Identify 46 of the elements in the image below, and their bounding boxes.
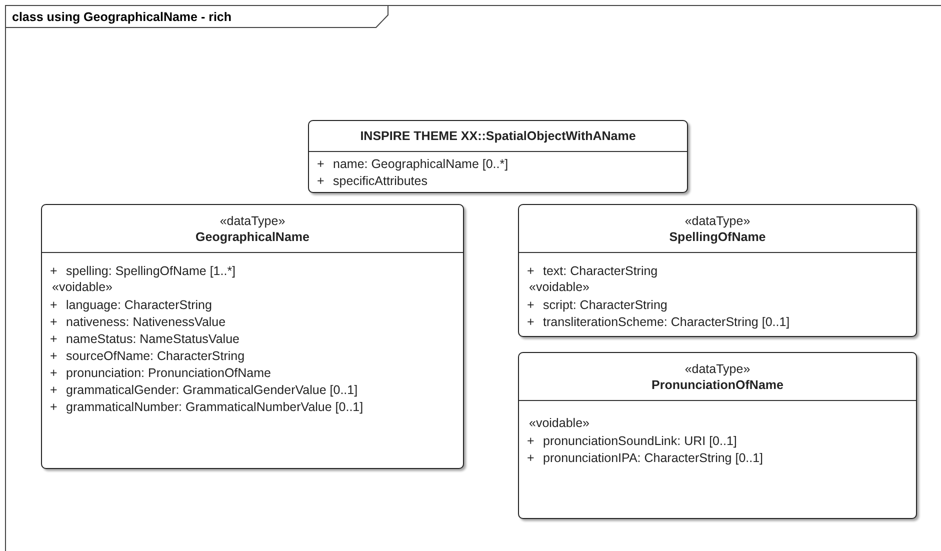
- attribute-text: name: GeographicalName [0..*]: [333, 156, 508, 170]
- stereotype-label: «dataType»: [684, 360, 750, 376]
- visibility-marker: +: [527, 434, 536, 448]
- attribute-text: spelling: SpellingOfName [1..*]: [66, 264, 236, 278]
- visibility-marker: +: [50, 314, 58, 328]
- class-box: [518, 352, 917, 519]
- visibility-marker: +: [527, 314, 536, 328]
- class-name: INSPIRE THEME XX::SpatialObjectWithAName: [360, 128, 636, 144]
- stereotype-label: «dataType»: [684, 212, 750, 228]
- class-box: [518, 204, 917, 337]
- visibility-marker: +: [50, 348, 58, 362]
- visibility-marker: +: [50, 298, 58, 312]
- visibility-marker: +: [317, 156, 326, 170]
- attribute-text: text: CharacterString: [543, 264, 658, 278]
- attribute-text: specificAttributes: [333, 174, 428, 188]
- attribute-text: nameStatus: NameStatusValue: [66, 332, 240, 346]
- attribute-text: grammaticalNumber: GrammaticalNumberValue [0..1]: [66, 400, 364, 414]
- visibility-marker: +: [50, 382, 58, 396]
- stereotype-label: «dataType»: [220, 212, 286, 228]
- class-name: PronunciationOfName: [652, 376, 784, 392]
- attribute-text: transliterationScheme: CharacterString [0..1]: [543, 314, 790, 328]
- class-box: [41, 204, 464, 469]
- class-name: GeographicalName: [196, 228, 310, 244]
- visibility-marker: +: [50, 366, 58, 380]
- stereotype-label: «voidable»: [528, 415, 590, 432]
- visibility-marker: +: [50, 332, 58, 346]
- visibility-marker: +: [317, 174, 326, 188]
- visibility-marker: +: [527, 450, 536, 464]
- visibility-marker: +: [527, 264, 536, 278]
- frame-title: class using GeographicalName - rich: [12, 10, 232, 24]
- visibility-marker: +: [527, 298, 536, 312]
- attribute-text: script: CharacterString: [543, 298, 668, 312]
- class-box: [308, 120, 688, 193]
- attribute-text: pronunciationIPA: CharacterString [0..1]: [543, 450, 764, 464]
- stereotype-label: «voidable»: [51, 279, 114, 296]
- diagram-frame: [5, 5, 941, 551]
- attribute-text: language: CharacterString: [66, 298, 212, 312]
- stereotype-label: «voidable»: [528, 279, 590, 296]
- attribute-text: pronunciationSoundLink: URI [0..1]: [543, 434, 737, 448]
- class-name: SpellingOfName: [669, 228, 766, 244]
- attribute-text: sourceOfName: CharacterString: [66, 348, 245, 362]
- attribute-text: pronunciation: PronunciationOfName: [66, 366, 271, 380]
- visibility-marker: +: [50, 400, 58, 414]
- attribute-text: grammaticalGender: GrammaticalGenderValue [0..1]: [66, 382, 358, 396]
- attribute-text: nativeness: NativenessValue: [66, 314, 226, 328]
- visibility-marker: +: [50, 264, 58, 278]
